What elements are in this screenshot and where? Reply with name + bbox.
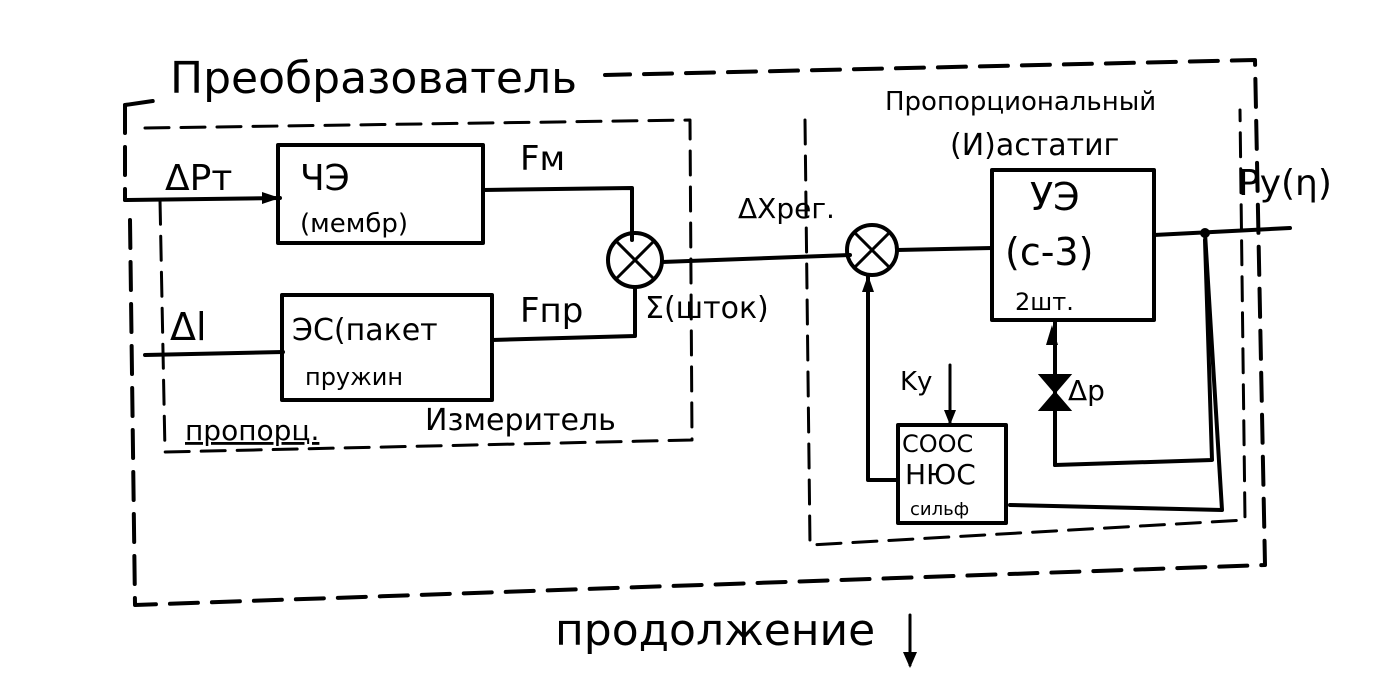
che-line2: (мембр) [300,209,408,239]
valve-icon [1037,374,1073,411]
converter-boundary-left-top [123,98,162,107]
ky-label: Kу [900,367,932,397]
input-line-dl [143,350,285,357]
regulator-title-2: (И)астатиг [950,128,1119,163]
continue-arrowhead [903,652,917,668]
sum-label: Σ(шток) [645,291,769,326]
meter-label: Измеритель [425,403,616,438]
ue-line2: (с-3) [1005,230,1093,274]
feedback-block [896,423,1008,525]
fpr-label: Fпр [520,291,583,331]
ky-arrow [944,410,956,425]
output-line [1152,226,1292,237]
feedback-arrow [862,275,874,292]
feedback-line1: СООС [902,430,973,458]
outer-title: Преобразователь [170,53,577,104]
feedback-to-summer-line [866,273,900,482]
regulator-title-1: Пропорциональный [885,87,1156,117]
ue-line3: 2шт. [1015,288,1074,316]
meter-boundary [143,118,694,454]
feedback-line3: сильф [910,499,969,520]
ue-block [990,168,1156,322]
dx-label: ΔХрег. [738,192,835,225]
che-block [276,143,485,245]
inner-return-line [1053,238,1214,467]
che-line1: ЧЭ [300,158,350,199]
summing-junction-2-cross [853,231,891,269]
fpr-line [490,286,637,342]
input-dpt-label: ΔPт [165,158,232,199]
ue-line1: УЭ [1030,175,1080,219]
summing-junction-1-cross [614,239,656,281]
proportional-label: пропорц. [185,414,319,447]
es-block [280,293,494,402]
es-line2: пружин [305,363,403,391]
es-line1: ЭС(пакет [292,313,438,348]
fm-label: Fм [520,139,565,179]
input-arrow-dpt [262,192,280,204]
valve-arrow [1046,325,1058,345]
regulator-boundary [803,108,1247,547]
input-line-dpt [123,196,282,202]
to-ue-line [895,246,994,252]
converter-boundary [123,58,1267,607]
dx-line [660,253,852,264]
feedback-line2: НЮС [905,458,976,491]
footer-label: продолжение [555,605,875,656]
output-label: Pу(η) [1238,163,1332,204]
outer-feedback-line [1008,231,1224,512]
input-dl-label: Δl [170,305,207,349]
fm-line [481,186,634,242]
dp-label: Δр [1068,374,1105,407]
